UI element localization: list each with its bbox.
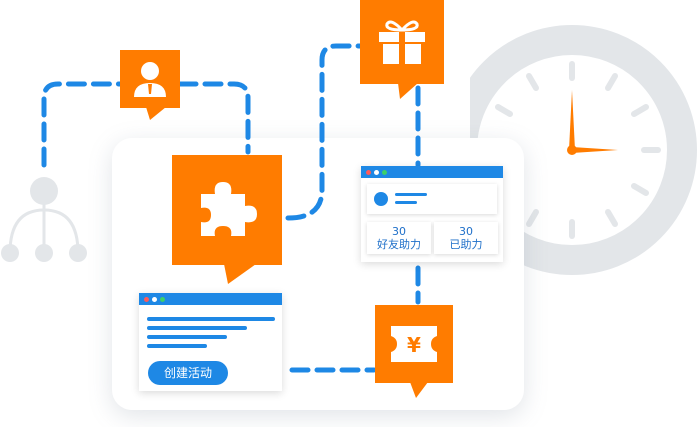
puzzle-icon	[201, 182, 257, 236]
stat-value: 30	[392, 225, 406, 238]
create-window-titlebar	[139, 293, 282, 305]
coupon-bubble-tail	[410, 382, 428, 398]
user-icon	[134, 62, 166, 97]
coupon-icon: ¥	[391, 326, 437, 362]
stats-profile-row	[367, 184, 497, 214]
user-bubble-tail	[146, 107, 166, 120]
stat-label: 已助力	[449, 238, 483, 251]
stat-value: 30	[459, 225, 473, 238]
stats-window-titlebar	[361, 166, 503, 178]
user-bubble	[120, 50, 180, 108]
minute-hand	[572, 147, 618, 153]
gift-bubble-tail	[398, 83, 418, 99]
gift-icon	[379, 20, 425, 64]
gift-bubble	[360, 0, 444, 84]
stat-label: 好友助力	[377, 238, 421, 251]
puzzle-bubble-tail	[224, 264, 256, 284]
puzzle-bubble	[172, 155, 282, 265]
window-min-dot	[374, 169, 379, 175]
window-max-dot	[382, 169, 387, 175]
coupon-symbol: ¥	[407, 333, 421, 357]
stat-assisted: 30 已助力	[434, 222, 498, 254]
window-close-dot	[366, 169, 371, 175]
avatar	[374, 192, 388, 206]
coupon-bubble: ¥	[375, 305, 453, 383]
window-max-dot	[160, 296, 165, 302]
create-activity-button[interactable]: 创建活动	[148, 361, 228, 385]
window-close-dot	[144, 296, 149, 302]
network-icon	[1, 177, 87, 262]
stats-window: 30 好友助力 30 已助力	[361, 166, 503, 262]
stat-friend-assist: 30 好友助力	[367, 222, 431, 254]
hour-hand	[569, 90, 575, 150]
timer-value: 48	[585, 99, 627, 134]
window-min-dot	[152, 296, 157, 302]
